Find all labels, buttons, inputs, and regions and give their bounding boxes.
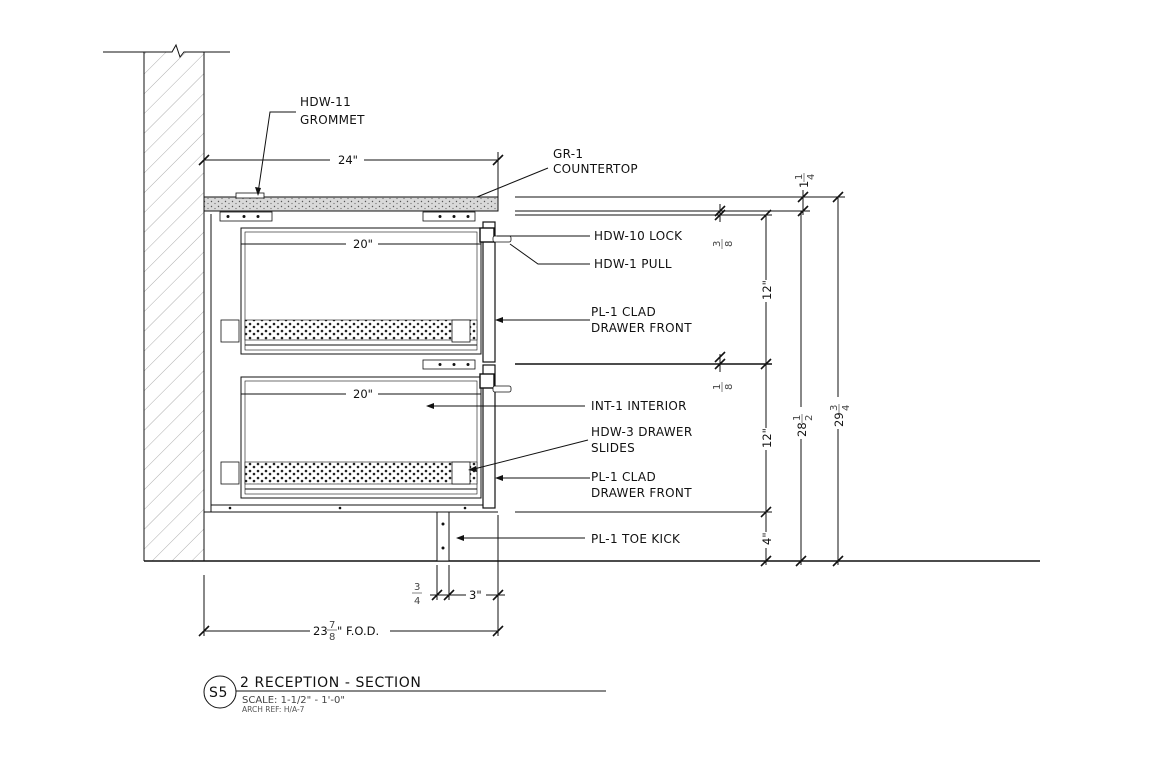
slides-label-1: HDW-3 DRAWER bbox=[591, 425, 692, 439]
interior-label: INT-1 INTERIOR bbox=[591, 399, 687, 413]
wall bbox=[103, 43, 230, 561]
dim-depth-24: 24" bbox=[338, 153, 358, 167]
dim-height-b-num: 3 bbox=[829, 405, 840, 411]
dim-gap-top-num: 3 bbox=[712, 241, 723, 247]
dim-gap-mid-num: 1 bbox=[712, 384, 723, 390]
countertop-name-label: COUNTERTOP bbox=[553, 162, 638, 176]
dim-gap-mid-den: 8 bbox=[724, 384, 735, 390]
dim-height-a-num: 1 bbox=[792, 415, 803, 421]
lock-label: HDW-10 LOCK bbox=[594, 229, 683, 243]
drawer-front-top-label-1: PL-1 CLAD bbox=[591, 305, 656, 319]
toe-kick bbox=[436, 511, 450, 562]
toe-kick-label: PL-1 TOE KICK bbox=[591, 532, 681, 546]
dim-fod-num: 7 bbox=[329, 620, 335, 631]
dim-counter-den: 4 bbox=[806, 174, 817, 180]
dim-gap-top-den: 8 bbox=[724, 241, 735, 247]
countertop bbox=[203, 192, 499, 212]
dim-drawer-bottom-20: 20" bbox=[353, 387, 373, 401]
dimension-lines bbox=[198, 152, 844, 637]
dim-toe-h: 4" bbox=[760, 532, 774, 545]
drawing-title: 2 RECEPTION - SECTION bbox=[240, 675, 421, 691]
pull-label: HDW-1 PULL bbox=[594, 257, 672, 271]
dim-counter-whole: 1 bbox=[797, 181, 811, 188]
dim-height-b-whole: 29 bbox=[832, 412, 846, 427]
arch-ref: ARCH REF: H/A-7 bbox=[242, 705, 305, 714]
drawer-top bbox=[220, 221, 512, 363]
extension-lines bbox=[515, 196, 845, 513]
dim-toe-offset-num: 3 bbox=[414, 582, 420, 593]
leader-lines bbox=[255, 111, 590, 541]
dim-height-a-den: 2 bbox=[804, 415, 815, 421]
slides-label-2: SLIDES bbox=[591, 441, 635, 455]
dim-fod-den: 8 bbox=[329, 632, 335, 643]
drawer-front-bottom-label-1: PL-1 CLAD bbox=[591, 470, 656, 484]
dim-drawer-top-20: 20" bbox=[353, 237, 373, 251]
dim-fod-suffix: " F.O.D. bbox=[337, 624, 379, 638]
drawer-front-bottom-label-2: DRAWER FRONT bbox=[591, 486, 692, 500]
dim-drawer-h-2: 12" bbox=[760, 428, 774, 448]
drawing-scale: SCALE: 1-1/2" - 1'-0" bbox=[242, 695, 345, 706]
grommet-name-label: GROMMET bbox=[300, 113, 365, 127]
title-block: S5 2 RECEPTION - SECTION SCALE: 1-1/2" -… bbox=[203, 675, 606, 714]
dim-height-a-whole: 28 bbox=[795, 422, 809, 437]
drawer-bottom bbox=[220, 364, 512, 509]
dim-toe-recess: 3" bbox=[469, 588, 482, 602]
dim-toe-offset-den: 4 bbox=[414, 596, 420, 607]
dim-height-b-den: 4 bbox=[841, 405, 852, 411]
drawer-front-top-label-2: DRAWER FRONT bbox=[591, 321, 692, 335]
sheet-number: S5 bbox=[209, 685, 228, 701]
dim-fod-whole: 23 bbox=[313, 624, 328, 638]
dim-counter-num: 1 bbox=[794, 174, 805, 180]
grommet-code-label: HDW-11 bbox=[300, 95, 351, 109]
dim-drawer-h-1: 12" bbox=[760, 280, 774, 300]
countertop-code-label: GR-1 bbox=[553, 147, 583, 161]
